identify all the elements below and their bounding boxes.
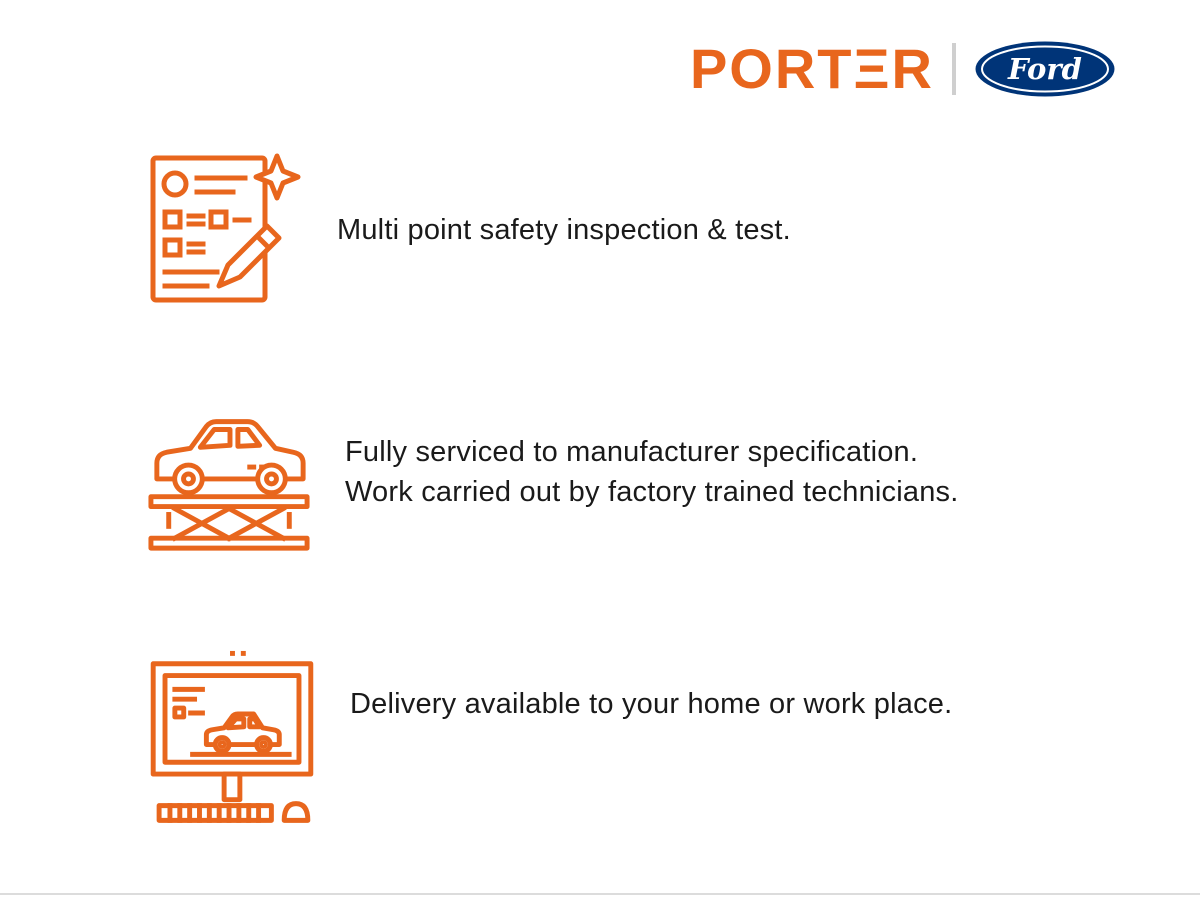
feature-line: Fully serviced to manufacturer specifica… [345,436,919,468]
car-service-lift-icon [145,388,313,556]
feature-line: Delivery available to your home or work … [350,688,953,720]
feature-text: Multi point safety inspection & test. [337,210,791,250]
feature-line: Work carried out by factory trained tech… [345,476,959,508]
header: PORTΞR Ford [690,40,1116,98]
logo-divider [952,43,956,95]
feature-safety-inspection: Multi point safety inspection & test. [145,150,1160,310]
bottom-divider [0,893,1200,895]
ford-oval-icon: Ford [975,41,1115,97]
ford-logo: Ford [974,40,1116,98]
online-delivery-monitor-icon [145,648,318,845]
ford-logo-text: Ford [1007,52,1082,86]
feature-delivery: Delivery available to your home or work … [145,648,1160,845]
feature-line: Multi point safety inspection & test. [337,214,791,246]
feature-text: Delivery available to your home or work … [350,684,952,724]
feature-text: Fully serviced to manufacturer specifica… [345,432,959,512]
safety-inspection-checklist-icon [145,150,305,310]
porter-logo: PORTΞR [689,37,934,100]
feature-fully-serviced: Fully serviced to manufacturer specifica… [145,388,1160,556]
